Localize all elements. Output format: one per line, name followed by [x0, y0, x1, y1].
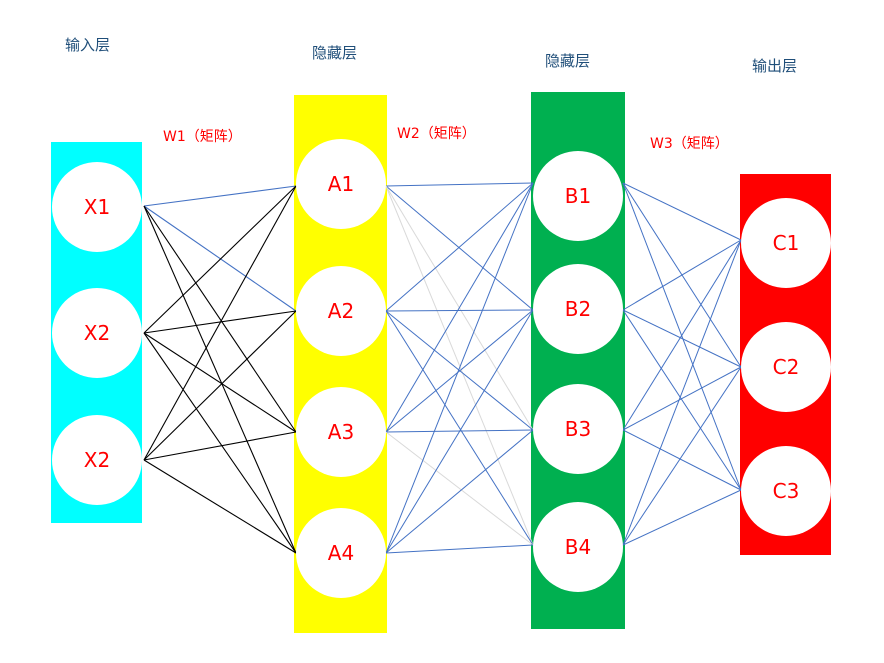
edge-x2-a4 — [143, 332, 297, 554]
edge-b2-c1 — [622, 239, 742, 311]
edge-x3-a1 — [143, 185, 297, 461]
edge-b2-c3 — [622, 309, 742, 491]
edge-a4-b2 — [385, 309, 534, 554]
edge-a4-b3 — [385, 429, 534, 554]
hidden2-node-b2: B2 — [533, 264, 623, 354]
hidden1-node-a4: A4 — [296, 508, 386, 598]
input-node-x1: X1 — [52, 162, 142, 252]
edge-a2-b4 — [385, 310, 534, 546]
edge-x1-a1 — [143, 185, 297, 207]
edge-x3-a2 — [143, 310, 297, 461]
edge-a2-b2 — [385, 309, 534, 312]
edge-b3-c2 — [622, 366, 742, 431]
edge-a1-b1 — [385, 182, 534, 187]
edge-a4-b4 — [385, 544, 534, 554]
weight-label-w3: W3（矩阵） — [650, 136, 729, 152]
hidden1-node-a2: A2 — [296, 266, 386, 356]
hidden1-node-a3: A3 — [296, 387, 386, 477]
edge-b3-c3 — [622, 429, 742, 491]
edge-a1-b2 — [385, 185, 534, 311]
edge-a4-b1 — [385, 182, 534, 554]
edge-a3-b2 — [385, 309, 534, 433]
edge-b2-c2 — [622, 309, 742, 368]
hidden-layer-2-title: 隐藏层 — [545, 52, 591, 70]
hidden-layer-1-title: 隐藏层 — [312, 44, 358, 62]
hidden1-node-a1: A1 — [296, 139, 386, 229]
edge-b4-c1 — [622, 239, 742, 546]
edge-a3-b4 — [385, 431, 534, 546]
edge-a1-b4 — [385, 185, 534, 546]
w2-connections — [385, 182, 534, 554]
input-node-x2: X2 — [52, 288, 142, 378]
edge-x3-a4 — [143, 459, 297, 554]
w3-connections — [622, 182, 742, 546]
edge-b4-c2 — [622, 366, 742, 546]
weight-label-w1: W1（矩阵） — [163, 129, 242, 145]
w1-connections — [143, 185, 297, 554]
edge-b4-c3 — [622, 489, 742, 546]
edge-x2-a1 — [143, 185, 297, 334]
output-layer-title: 输出层 — [752, 57, 798, 75]
edge-b1-c3 — [622, 182, 742, 491]
hidden2-node-b1: B1 — [533, 151, 623, 241]
input-layer-title: 输入层 — [65, 36, 111, 54]
edge-a2-b1 — [385, 182, 534, 312]
edge-x1-a4 — [143, 205, 297, 554]
edge-x1-a3 — [143, 205, 297, 433]
output-node-c1: C1 — [741, 198, 831, 288]
edge-b3-c1 — [622, 239, 742, 431]
edge-x1-a2 — [143, 205, 297, 312]
input-node-x3: X2 — [52, 415, 142, 505]
output-node-c2: C2 — [741, 322, 831, 412]
edge-a3-b1 — [385, 182, 534, 433]
weight-label-w2: W2（矩阵） — [397, 126, 476, 142]
hidden2-node-b4: B4 — [533, 502, 623, 592]
hidden2-node-b3: B3 — [533, 384, 623, 474]
edge-x2-a3 — [143, 332, 297, 433]
edge-b1-c1 — [622, 182, 742, 241]
edge-x3-a3 — [143, 431, 297, 461]
output-node-c3: C3 — [741, 446, 831, 536]
